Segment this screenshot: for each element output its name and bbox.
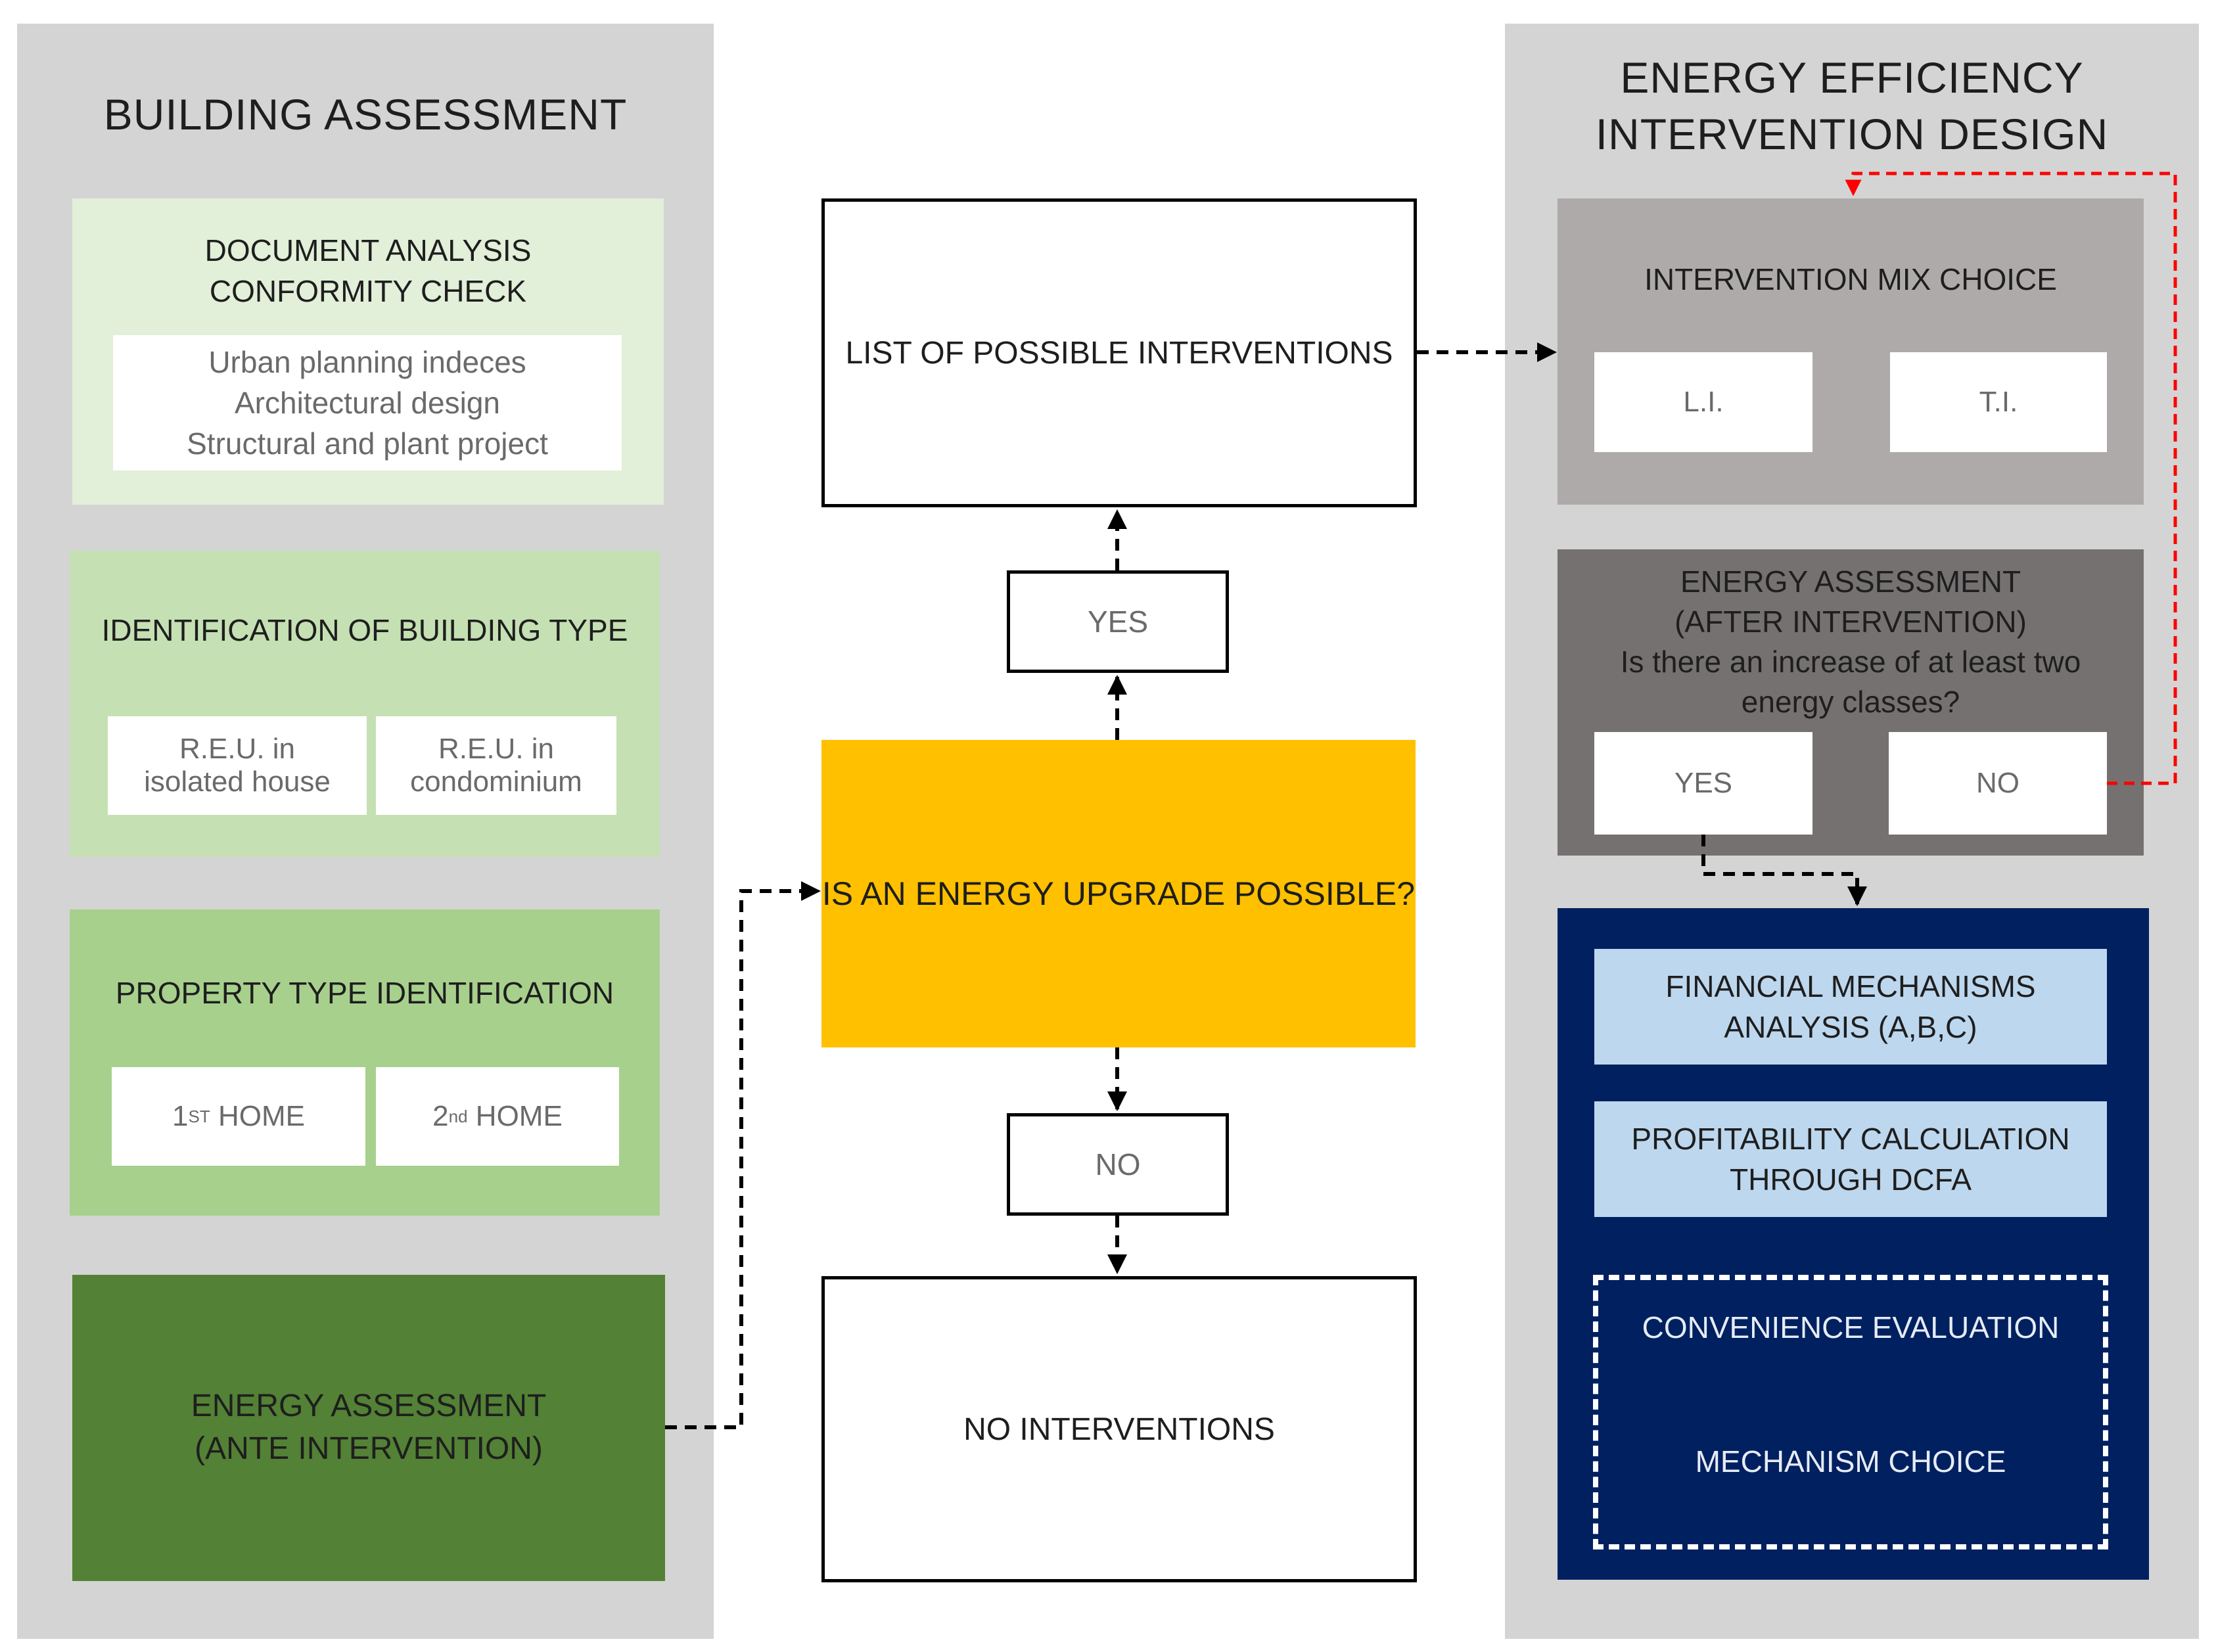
option-ti: T.I. <box>1890 352 2107 452</box>
profitability-line1: PROFITABILITY CALCULATION <box>1631 1121 2070 1156</box>
intervention-mix-choice-box <box>1558 198 2144 505</box>
second-home-text: HOME <box>467 1100 563 1132</box>
second-home-number: 2 <box>432 1100 449 1132</box>
doc-item-architectural-design: Architectural design <box>235 385 500 420</box>
no-upgrade-box: NO <box>1007 1113 1229 1216</box>
profitability-calculation-box: PROFITABILITY CALCULATION THROUGH DCFA <box>1594 1101 2107 1217</box>
arrow-no-back-to-mix-choice <box>1845 172 2177 785</box>
energy-efficiency-title-line1: ENERGY EFFICIENCY <box>1620 53 2084 103</box>
building-type-condominium: R.E.U. in condominium <box>376 716 616 815</box>
doc-item-structural-plant: Structural and plant project <box>187 426 548 461</box>
energy-after-line1: ENERGY ASSESSMENT <box>1680 564 2021 599</box>
mechanism-choice-label: MECHANISM CHOICE <box>1695 1444 2006 1479</box>
energy-assessment-ante-box: ENERGY ASSESSMENT (ANTE INTERVENTION) <box>72 1275 665 1581</box>
first-home-number: 1 <box>172 1100 189 1132</box>
second-home-sup: nd <box>448 1106 468 1126</box>
property-type-title: PROPERTY TYPE IDENTIFICATION <box>115 975 614 1010</box>
document-analysis-title: DOCUMENT ANALYSIS CONFORMITY CHECK <box>72 225 664 317</box>
document-analysis-title-line1: DOCUMENT ANALYSIS <box>204 233 532 267</box>
isolated-house-line1: R.E.U. in <box>179 733 296 765</box>
first-home-text: HOME <box>210 1100 305 1132</box>
intervention-mix-choice-title: INTERVENTION MIX CHOICE <box>1644 262 2057 296</box>
energy-upgrade-decision-box: IS AN ENERGY UPGRADE POSSIBLE? <box>821 740 1416 1047</box>
energy-after-question-cont: energy classes? <box>1741 685 1960 720</box>
energy-after-yes: YES <box>1594 732 1812 835</box>
financial-mechanisms-box: FINANCIAL MECHANISMS ANALYSIS (A,B,C) <box>1594 949 2107 1065</box>
doc-item-urban-planning: Urban planning indeces <box>208 344 526 379</box>
financial-mechanisms-line2: ANALYSIS (A,B,C) <box>1724 1010 1977 1044</box>
building-type-isolated-house: R.E.U. in isolated house <box>108 716 367 815</box>
option-li: L.I. <box>1594 352 1812 452</box>
building-assessment-title: BUILDING ASSESSMENT <box>103 90 628 139</box>
profitability-line2: THROUGH DCFA <box>1730 1162 1972 1197</box>
arrow-ante-to-decision <box>665 881 821 1429</box>
no-interventions-box: NO INTERVENTIONS <box>821 1276 1417 1582</box>
energy-after-line2: (AFTER INTERVENTION) <box>1674 604 2027 639</box>
convenience-evaluation-label: CONVENIENCE EVALUATION <box>1642 1310 2060 1344</box>
building-type-title: IDENTIFICATION OF BUILDING TYPE <box>101 612 628 647</box>
arrow-yes-to-financial <box>1701 835 1867 906</box>
document-analysis-items: Urban planning indeces Architectural des… <box>113 335 622 470</box>
isolated-house-line2: isolated house <box>144 766 331 798</box>
convenience-evaluation-box <box>1593 1275 2108 1549</box>
financial-mechanisms-line1: FINANCIAL MECHANISMS <box>1665 969 2036 1003</box>
yes-upgrade-box: YES <box>1007 570 1229 673</box>
energy-efficiency-title: ENERGY EFFICIENCY INTERVENTION DESIGN <box>1505 47 2199 166</box>
list-of-possible-interventions-box: LIST OF POSSIBLE INTERVENTIONS <box>821 198 1417 507</box>
energy-ante-line1: ENERGY ASSESSMENT <box>191 1388 547 1424</box>
energy-after-question: Is there an increase of at least two <box>1620 645 2081 679</box>
condominium-line1: R.E.U. in <box>438 733 555 765</box>
condominium-line2: condominium <box>410 766 582 798</box>
energy-assessment-after-text: ENERGY ASSESSMENT (AFTER INTERVENTION) I… <box>1558 560 2144 724</box>
first-home-sup: ST <box>188 1106 210 1126</box>
energy-ante-line2: (ANTE INTERVENTION) <box>195 1431 543 1466</box>
document-analysis-title-line2: CONFORMITY CHECK <box>209 274 527 308</box>
energy-efficiency-title-line2: INTERVENTION DESIGN <box>1595 110 2109 158</box>
energy-after-no: NO <box>1889 732 2107 835</box>
